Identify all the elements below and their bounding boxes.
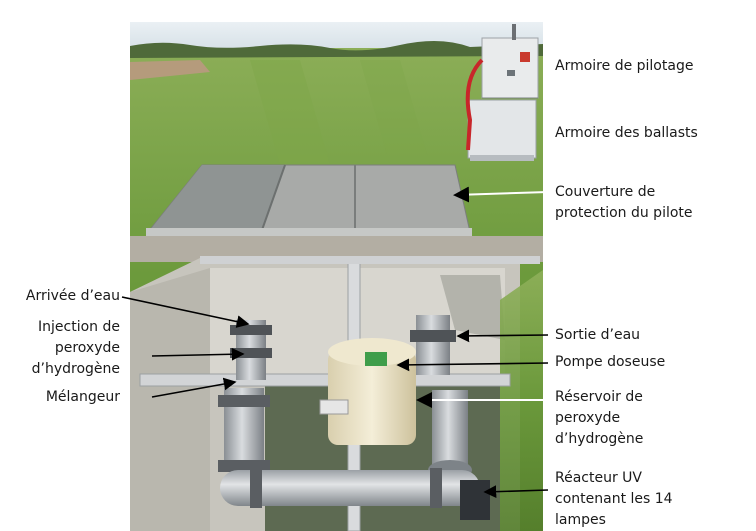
label-couverture: Couverture de protection du pilote (555, 184, 693, 221)
armoire-pilotage (481, 37, 539, 99)
couverture-protection (146, 164, 472, 236)
annotation-arrows (121, 186, 549, 499)
armoire-ballasts (467, 99, 537, 161)
label-melangeur: Mélangeur (45, 389, 120, 405)
arrivee-pipe (218, 320, 272, 472)
sky (130, 22, 543, 48)
arrow-melangeur (151, 377, 237, 398)
arrow-injection (151, 347, 245, 361)
reservoir-peroxyde (319, 338, 416, 445)
arrow-sortie (456, 329, 549, 343)
arrow-arrivee (121, 296, 250, 328)
label-injection: Injection de peroxyde d’hydrogène (31, 319, 120, 377)
label-sortie-eau: Sortie d’eau (555, 327, 641, 343)
label-pompe-doseuse: Pompe doseuse (555, 354, 666, 370)
label-armoire-ballasts: Armoire des ballasts (555, 125, 698, 141)
arrow-pompe (396, 358, 549, 372)
label-arrivee-eau: Arrivée d’eau (25, 288, 120, 304)
arrow-couverture (453, 186, 549, 203)
label-reacteur-uv: Réacteur UV contenant les 14 lampes (555, 470, 673, 528)
label-reservoir: Réservoir de peroxyde d’hydrogène (555, 389, 644, 447)
label-armoire-pilotage: Armoire de pilotage (555, 58, 694, 74)
photo (130, 22, 543, 531)
arrow-reacteur (483, 485, 549, 499)
